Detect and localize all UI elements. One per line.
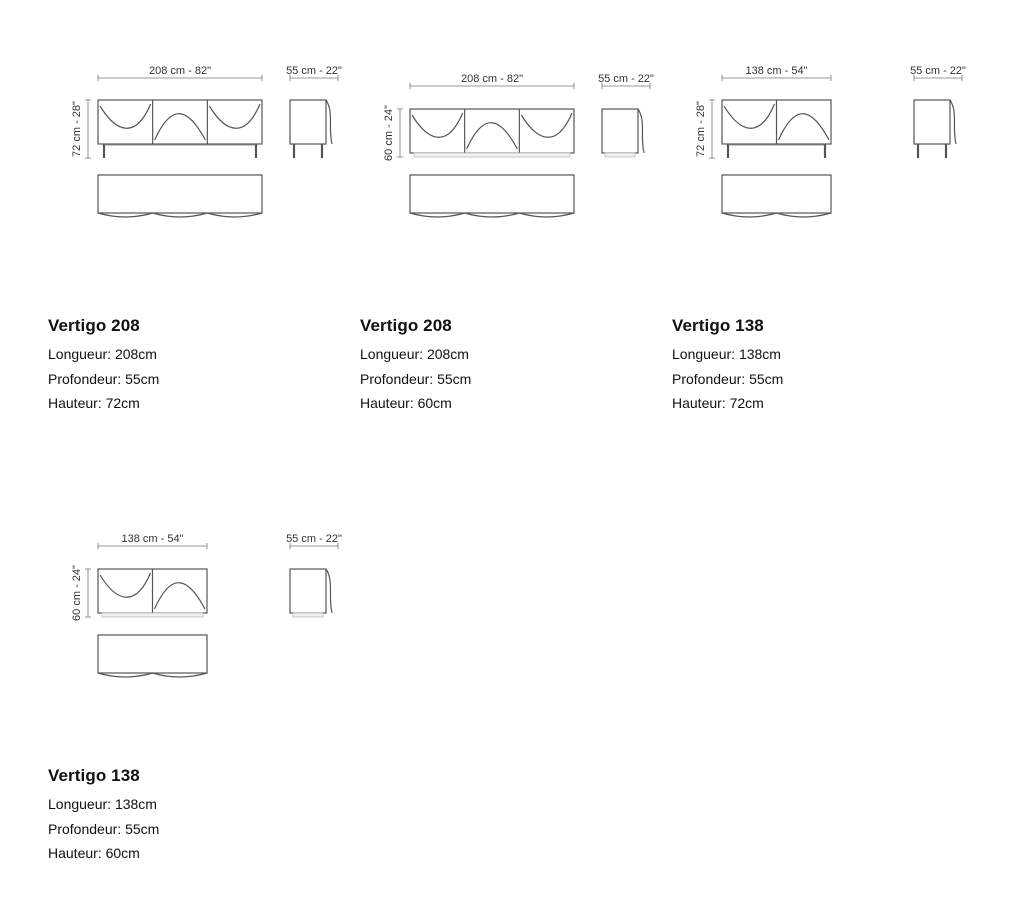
technical-drawing: 138 cm - 54" 60 cm - 24" 55 cm - 22" <box>71 533 342 678</box>
spec-hauteur: Hauteur: 60cm <box>360 395 452 411</box>
height-label: 72 cm - 28" <box>71 101 83 157</box>
spec-value: 55cm <box>125 820 160 837</box>
spec-label: Longueur <box>360 346 420 362</box>
spec-value: 60cm <box>417 395 452 411</box>
depth-dimension: 55 cm - 22" <box>286 65 342 81</box>
spec-label: Hauteur <box>360 395 410 411</box>
technical-drawing: 208 cm - 82" 72 cm - 28" 55 cm - 22" <box>71 65 342 218</box>
depth-label: 55 cm - 22" <box>910 65 966 77</box>
depth-label: 55 cm - 22" <box>598 73 654 85</box>
depth-dimension: 55 cm - 22" <box>910 65 966 81</box>
width-dimension: 208 cm - 82" <box>97 65 263 81</box>
height-label: 72 cm - 28" <box>695 101 707 157</box>
spec-value: 72cm <box>105 395 140 411</box>
front-elevation <box>409 108 575 158</box>
spec-profondeur: Profondeur: 55cm <box>48 820 160 837</box>
width-label: 208 cm - 82" <box>149 65 211 77</box>
spec-label: Longueur <box>48 346 108 362</box>
spec-value: 138cm <box>114 796 157 812</box>
spec-label: Hauteur <box>672 395 722 411</box>
height-label: 60 cm - 24" <box>383 105 395 161</box>
product-title: Vertigo 138 <box>48 766 140 785</box>
width-label: 138 cm - 54" <box>746 65 808 77</box>
spec-hauteur: Hauteur: 72cm <box>48 395 140 411</box>
spec-label: Profondeur <box>360 370 430 387</box>
spec-hauteur: Hauteur: 72cm <box>672 395 764 411</box>
spec-longueur: Longueur: 208cm <box>48 346 157 362</box>
spec-label: Profondeur <box>48 820 118 837</box>
height-dimension: 72 cm - 28" <box>71 99 91 159</box>
spec-profondeur: Profondeur: 55cm <box>360 370 472 387</box>
side-elevation <box>289 568 333 618</box>
spec-value: 55cm <box>437 370 472 387</box>
product-title: Vertigo 208 <box>48 316 140 335</box>
depth-label: 55 cm - 22" <box>286 533 342 545</box>
spec-longueur: Longueur: 208cm <box>360 346 469 362</box>
spec-value: 208cm <box>114 346 157 362</box>
width-dimension: 138 cm - 54" <box>97 533 208 549</box>
front-elevation <box>97 99 263 158</box>
spec-label: Longueur <box>48 796 108 812</box>
plan-view <box>97 634 208 678</box>
product-title: Vertigo 138 <box>672 316 764 335</box>
width-dimension: 138 cm - 54" <box>721 65 832 81</box>
spec-label: Profondeur <box>48 370 118 387</box>
spec-value: 55cm <box>125 370 160 387</box>
width-label: 138 cm - 54" <box>122 533 184 545</box>
product-title: Vertigo 208 <box>360 316 452 335</box>
depth-label: 55 cm - 22" <box>286 65 342 77</box>
side-elevation <box>913 99 957 158</box>
spec-value: 208cm <box>426 346 469 362</box>
spec-label: Hauteur <box>48 395 98 411</box>
height-dimension: 60 cm - 24" <box>383 105 403 161</box>
height-dimension: 72 cm - 28" <box>695 99 715 159</box>
depth-dimension: 55 cm - 22" <box>286 533 342 549</box>
spec-value: 60cm <box>105 845 140 861</box>
technical-drawing: 208 cm - 82" 60 cm - 24" 55 cm - 22" <box>383 73 654 218</box>
width-dimension: 208 cm - 82" <box>409 73 575 89</box>
spec-value: 55cm <box>749 370 784 387</box>
front-elevation <box>97 568 208 618</box>
plan-view <box>409 174 575 218</box>
height-dimension: 60 cm - 24" <box>71 565 91 621</box>
technical-drawing: 138 cm - 54" 72 cm - 28" 55 cm - 22" <box>695 65 966 218</box>
spec-profondeur: Profondeur: 55cm <box>48 370 160 387</box>
spec-value: 138cm <box>738 346 781 362</box>
spec-label: Longueur <box>672 346 732 362</box>
side-elevation <box>289 99 333 158</box>
spec-label: Profondeur <box>672 370 742 387</box>
height-label: 60 cm - 24" <box>71 565 83 621</box>
front-elevation <box>721 99 832 158</box>
depth-dimension: 55 cm - 22" <box>598 73 654 89</box>
spec-longueur: Longueur: 138cm <box>48 796 157 812</box>
plan-view <box>97 174 263 218</box>
spec-hauteur: Hauteur: 60cm <box>48 845 140 861</box>
spec-profondeur: Profondeur: 55cm <box>672 370 784 387</box>
spec-label: Hauteur <box>48 845 98 861</box>
spec-longueur: Longueur: 138cm <box>672 346 781 362</box>
width-label: 208 cm - 82" <box>461 73 523 85</box>
side-elevation <box>601 108 645 158</box>
spec-value: 72cm <box>729 395 764 411</box>
plan-view <box>721 174 832 218</box>
